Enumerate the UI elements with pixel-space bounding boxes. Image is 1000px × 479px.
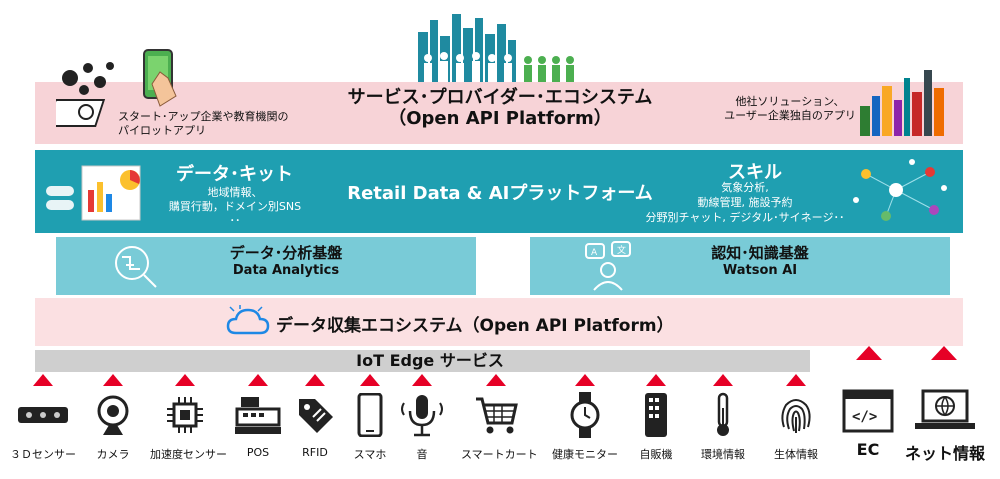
data-analytics-title-block: データ･分析基盤 Data Analytics <box>186 244 386 280</box>
smartwatch-icon <box>570 392 600 438</box>
device-sound: 音 <box>387 392 457 462</box>
partner-apps-note: 他社ソリューション、 ユーザー企業独自のアプリ <box>724 95 856 122</box>
analytics-circuit-icon <box>115 246 157 288</box>
device-label: 加速度センサー <box>150 448 227 461</box>
microphone-icon <box>401 395 443 437</box>
laptop-globe-icon <box>915 389 975 429</box>
data-collection-layer <box>35 298 963 346</box>
device-label: POS <box>246 446 270 459</box>
device-label: ３Ｄセンサー <box>10 448 76 461</box>
device-3d-sensor: ３Ｄセンサー <box>8 392 78 462</box>
arrow-3d-sensor-icon <box>33 374 53 386</box>
rfid-tag-icon <box>299 399 333 433</box>
service-provider-subtitle: （Open API Platform） <box>388 108 612 129</box>
skill-title: スキル <box>728 162 782 183</box>
device-label: RFID <box>302 446 328 459</box>
svg-text:A: A <box>591 248 598 258</box>
device-ec: </> EC <box>833 384 903 459</box>
data-collection-title: データ収集エコシステム（Open API Platform） <box>276 316 674 336</box>
chip-icon <box>167 397 203 433</box>
city-illustration-icon <box>860 70 944 136</box>
device-label: カメラ <box>96 448 130 461</box>
device-environment: 環境情報 <box>688 392 758 462</box>
arrow-sound-icon <box>412 374 432 386</box>
startup-illustration-icon <box>56 49 177 127</box>
vending-machine-icon <box>645 393 667 437</box>
svg-text:文: 文 <box>617 244 626 256</box>
arrow-env-icon <box>713 374 733 386</box>
thermometer-icon <box>717 392 729 436</box>
data-kit-icon <box>46 165 141 221</box>
arrow-pos-icon <box>248 374 268 386</box>
device-label: 自販機 <box>639 448 673 461</box>
smartphone-icon <box>357 393 383 437</box>
device-label: EC <box>856 440 880 459</box>
device-accelerometer: 加速度センサー <box>150 392 227 462</box>
device-label: 音 <box>416 448 428 461</box>
watson-ai-title-block: 認知･知識基盤 Watson AI <box>660 244 860 280</box>
startup-apps-note: スタート･アップ企業や教育機関の パイロットアプリ <box>118 110 289 137</box>
skill-items: 気象分析, 動線管理, 施設予約 分野別チャット, デジタル･サイネージ･･ <box>645 181 845 224</box>
device-camera: カメラ <box>78 392 148 462</box>
watson-ai-title: 認知･知識基盤 <box>711 244 809 262</box>
device-health-monitor: 健康モニター <box>550 392 620 462</box>
device-label: 生体情報 <box>774 448 818 461</box>
device-rfid: RFID <box>280 392 350 459</box>
arrow-bio-icon <box>786 374 806 386</box>
service-provider-title-block: サービス･プロバイダー･エコシステム （Open API Platform） <box>300 88 700 130</box>
data-analytics-subtitle: Data Analytics <box>232 263 340 278</box>
3d-sensor-icon <box>18 407 68 423</box>
arrow-smartphone-icon <box>360 374 380 386</box>
device-smartphone: スマホ <box>335 392 405 462</box>
iot-edge-layer <box>35 350 810 372</box>
arrow-vending-icon <box>646 374 666 386</box>
arrow-net-icon <box>931 346 957 360</box>
device-label: ネット情報 <box>905 444 986 463</box>
device-label: スマートカート <box>461 448 538 461</box>
shopping-cart-icon <box>476 397 518 434</box>
arrow-cart-icon <box>486 374 506 386</box>
data-kit-title: データ･キット <box>176 164 293 185</box>
retail-ai-platform-title: Retail Data & AIプラットフォーム <box>347 183 653 204</box>
arrow-ec-icon <box>856 346 882 360</box>
fingerprint-icon <box>781 399 811 433</box>
retail-ai-platform-layer <box>35 150 963 233</box>
arrow-health-icon <box>575 374 595 386</box>
device-label: 健康モニター <box>552 448 618 461</box>
device-label: 環境情報 <box>701 448 745 461</box>
arrow-rfid-icon <box>305 374 325 386</box>
data-kit-items: 地域情報、 購買行動，ドメイン別SNS ･･ <box>168 186 302 227</box>
arrow-camera-icon <box>103 374 123 386</box>
device-net-info: ネット情報 <box>905 384 985 464</box>
arrow-accel-icon <box>175 374 195 386</box>
skyline-people-illustration <box>418 14 574 86</box>
device-smart-cart: スマートカート <box>461 392 538 462</box>
device-pos: POS <box>223 392 293 459</box>
cash-register-icon <box>235 397 281 434</box>
code-window-icon: </> <box>842 389 894 433</box>
svg-text:</>: </> <box>852 409 877 425</box>
watson-ai-subtitle: Watson AI <box>722 263 798 278</box>
service-provider-layer <box>35 82 963 144</box>
data-analytics-title: データ･分析基盤 <box>229 244 343 262</box>
skill-network-icon <box>853 159 947 221</box>
cognitive-person-chat-icon: A 文 <box>585 241 631 291</box>
device-biometric: 生体情報 <box>761 392 831 462</box>
cloud-icon <box>226 305 270 335</box>
webcam-icon <box>97 395 129 435</box>
device-vending-machine: 自販機 <box>621 392 691 462</box>
service-provider-title: サービス･プロバイダー･エコシステム <box>347 87 653 108</box>
iot-edge-title: IoT Edge サービス <box>356 351 504 370</box>
device-label: スマホ <box>353 448 387 461</box>
